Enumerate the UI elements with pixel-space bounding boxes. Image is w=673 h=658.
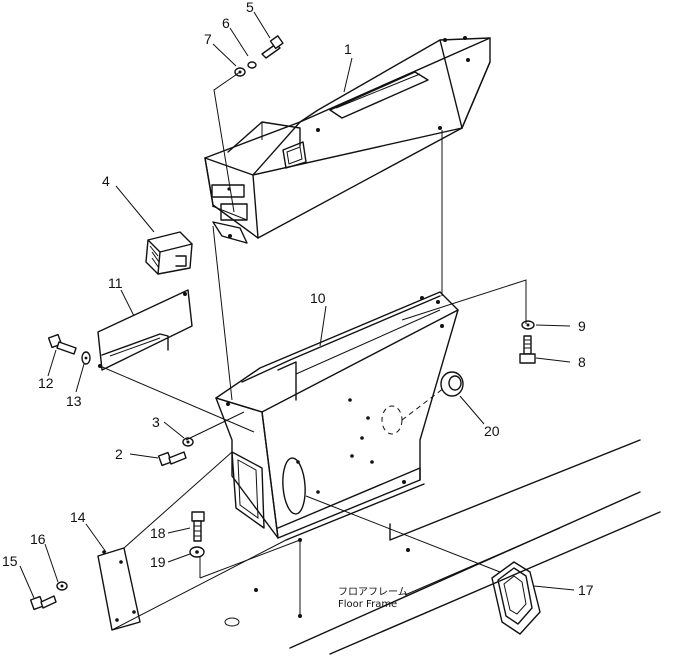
callout-3: 3 [152,414,160,430]
part-15-bolt [29,595,57,611]
callout-12: 12 [38,375,54,391]
part-2-bolt [157,451,187,467]
part-6-spring-washer [247,61,257,69]
callout-2: 2 [115,446,123,462]
callout-4: 4 [102,173,110,189]
callout-19: 19 [150,554,166,570]
part-14-cover-plate [97,547,141,631]
callout-16: 16 [30,531,46,547]
part-4-switch-block [145,231,193,275]
part-5-bolt [261,35,284,59]
callout-numbers: 1 2 3 4 5 6 7 8 9 10 11 12 13 14 15 16 1… [2,0,594,598]
part-18-bolt [191,511,205,542]
part-11-plate [97,289,193,371]
floor-frame-label: フロアフレーム Floor Frame [338,586,408,610]
callout-5: 5 [246,0,254,15]
callout-6: 6 [222,15,230,31]
callout-8: 8 [578,354,586,370]
part-8-bolt [519,335,536,364]
part-10-lower-box [215,291,459,542]
part-19-washer [189,546,205,558]
callout-10: 10 [310,290,326,306]
callout-14: 14 [70,509,86,525]
part-12-bolt [47,333,77,355]
part-20-grommet [440,371,464,397]
callout-1: 1 [344,41,352,57]
part-17-boot [491,561,541,635]
callout-13: 13 [66,393,82,409]
part-16-washer [56,581,68,591]
callout-11: 11 [108,275,123,291]
assembly-lines [99,71,527,631]
callout-18: 18 [150,525,166,541]
callout-17: 17 [578,582,594,598]
callout-15: 15 [2,553,18,569]
floor-frame-label-jp: フロアフレーム [338,586,408,598]
part-9-washer [521,320,535,330]
floor-frame-label-en: Floor Frame [338,599,397,610]
callout-9: 9 [578,318,586,334]
callout-20: 20 [484,423,500,439]
part-13-washer [81,351,91,365]
part-1-upper-box [204,36,491,244]
part-3-washer [182,437,194,447]
callout-7: 7 [204,31,212,47]
callout-leaders [19,11,575,599]
